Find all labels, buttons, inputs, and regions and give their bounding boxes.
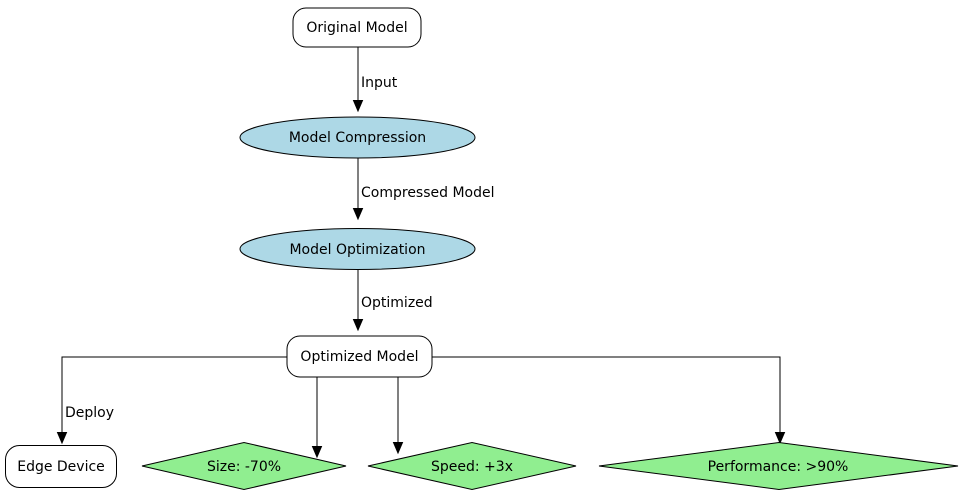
edge-compressed-model: Compressed Model <box>352 158 495 221</box>
arrowhead-icon <box>352 100 364 113</box>
edge-device-label: Edge Device <box>17 459 105 475</box>
node-optimized-model: Optimized Model <box>286 335 433 378</box>
edge-label-input: Input <box>361 75 398 91</box>
edge-optimized: Optimized <box>352 270 433 332</box>
edge-to-size <box>311 377 323 459</box>
node-size-metric: Size: -70% <box>141 441 347 491</box>
node-model-compression: Model Compression <box>239 116 476 159</box>
node-performance-metric: Performance: >90% <box>598 441 959 491</box>
size-metric-shape <box>141 441 347 491</box>
arrowhead-icon <box>311 446 323 459</box>
performance-metric-label: Performance: >90% <box>708 459 849 475</box>
arrowhead-icon <box>392 442 404 455</box>
edge-label-deploy: Deploy <box>65 405 114 421</box>
edge-device-shape <box>5 445 117 488</box>
node-model-optimization: Model Optimization <box>239 228 476 270</box>
edge-line <box>432 356 781 433</box>
node-edge-device: Edge Device <box>5 445 117 488</box>
edge-to-performance <box>432 356 786 445</box>
speed-metric-shape <box>367 441 577 491</box>
model-compression-shape <box>239 116 476 159</box>
size-metric-label: Size: -70% <box>207 459 281 475</box>
edge-line <box>61 356 287 433</box>
model-compression-label: Model Compression <box>289 130 426 146</box>
arrowhead-icon <box>352 319 364 332</box>
optimized-model-shape <box>286 335 433 378</box>
original-model-label: Original Model <box>306 20 407 36</box>
model-optimization-label: Model Optimization <box>289 242 425 258</box>
edge-input: Input <box>352 47 398 113</box>
model-optimization-shape <box>239 228 476 270</box>
arrowhead-icon <box>56 432 68 445</box>
speed-metric-label: Speed: +3x <box>431 459 513 475</box>
arrowhead-icon <box>352 208 364 221</box>
performance-metric-shape <box>598 441 959 491</box>
arrowhead-icon <box>774 432 786 445</box>
edge-to-speed <box>392 377 404 455</box>
node-original-model: Original Model <box>292 7 422 48</box>
node-speed-metric: Speed: +3x <box>367 441 577 491</box>
edge-deploy: Deploy <box>56 356 287 445</box>
edge-label-optimized: Optimized <box>361 295 433 311</box>
original-model-shape <box>292 7 422 48</box>
edge-label-compressed-model: Compressed Model <box>361 185 495 201</box>
optimized-model-label: Optimized Model <box>300 349 418 365</box>
